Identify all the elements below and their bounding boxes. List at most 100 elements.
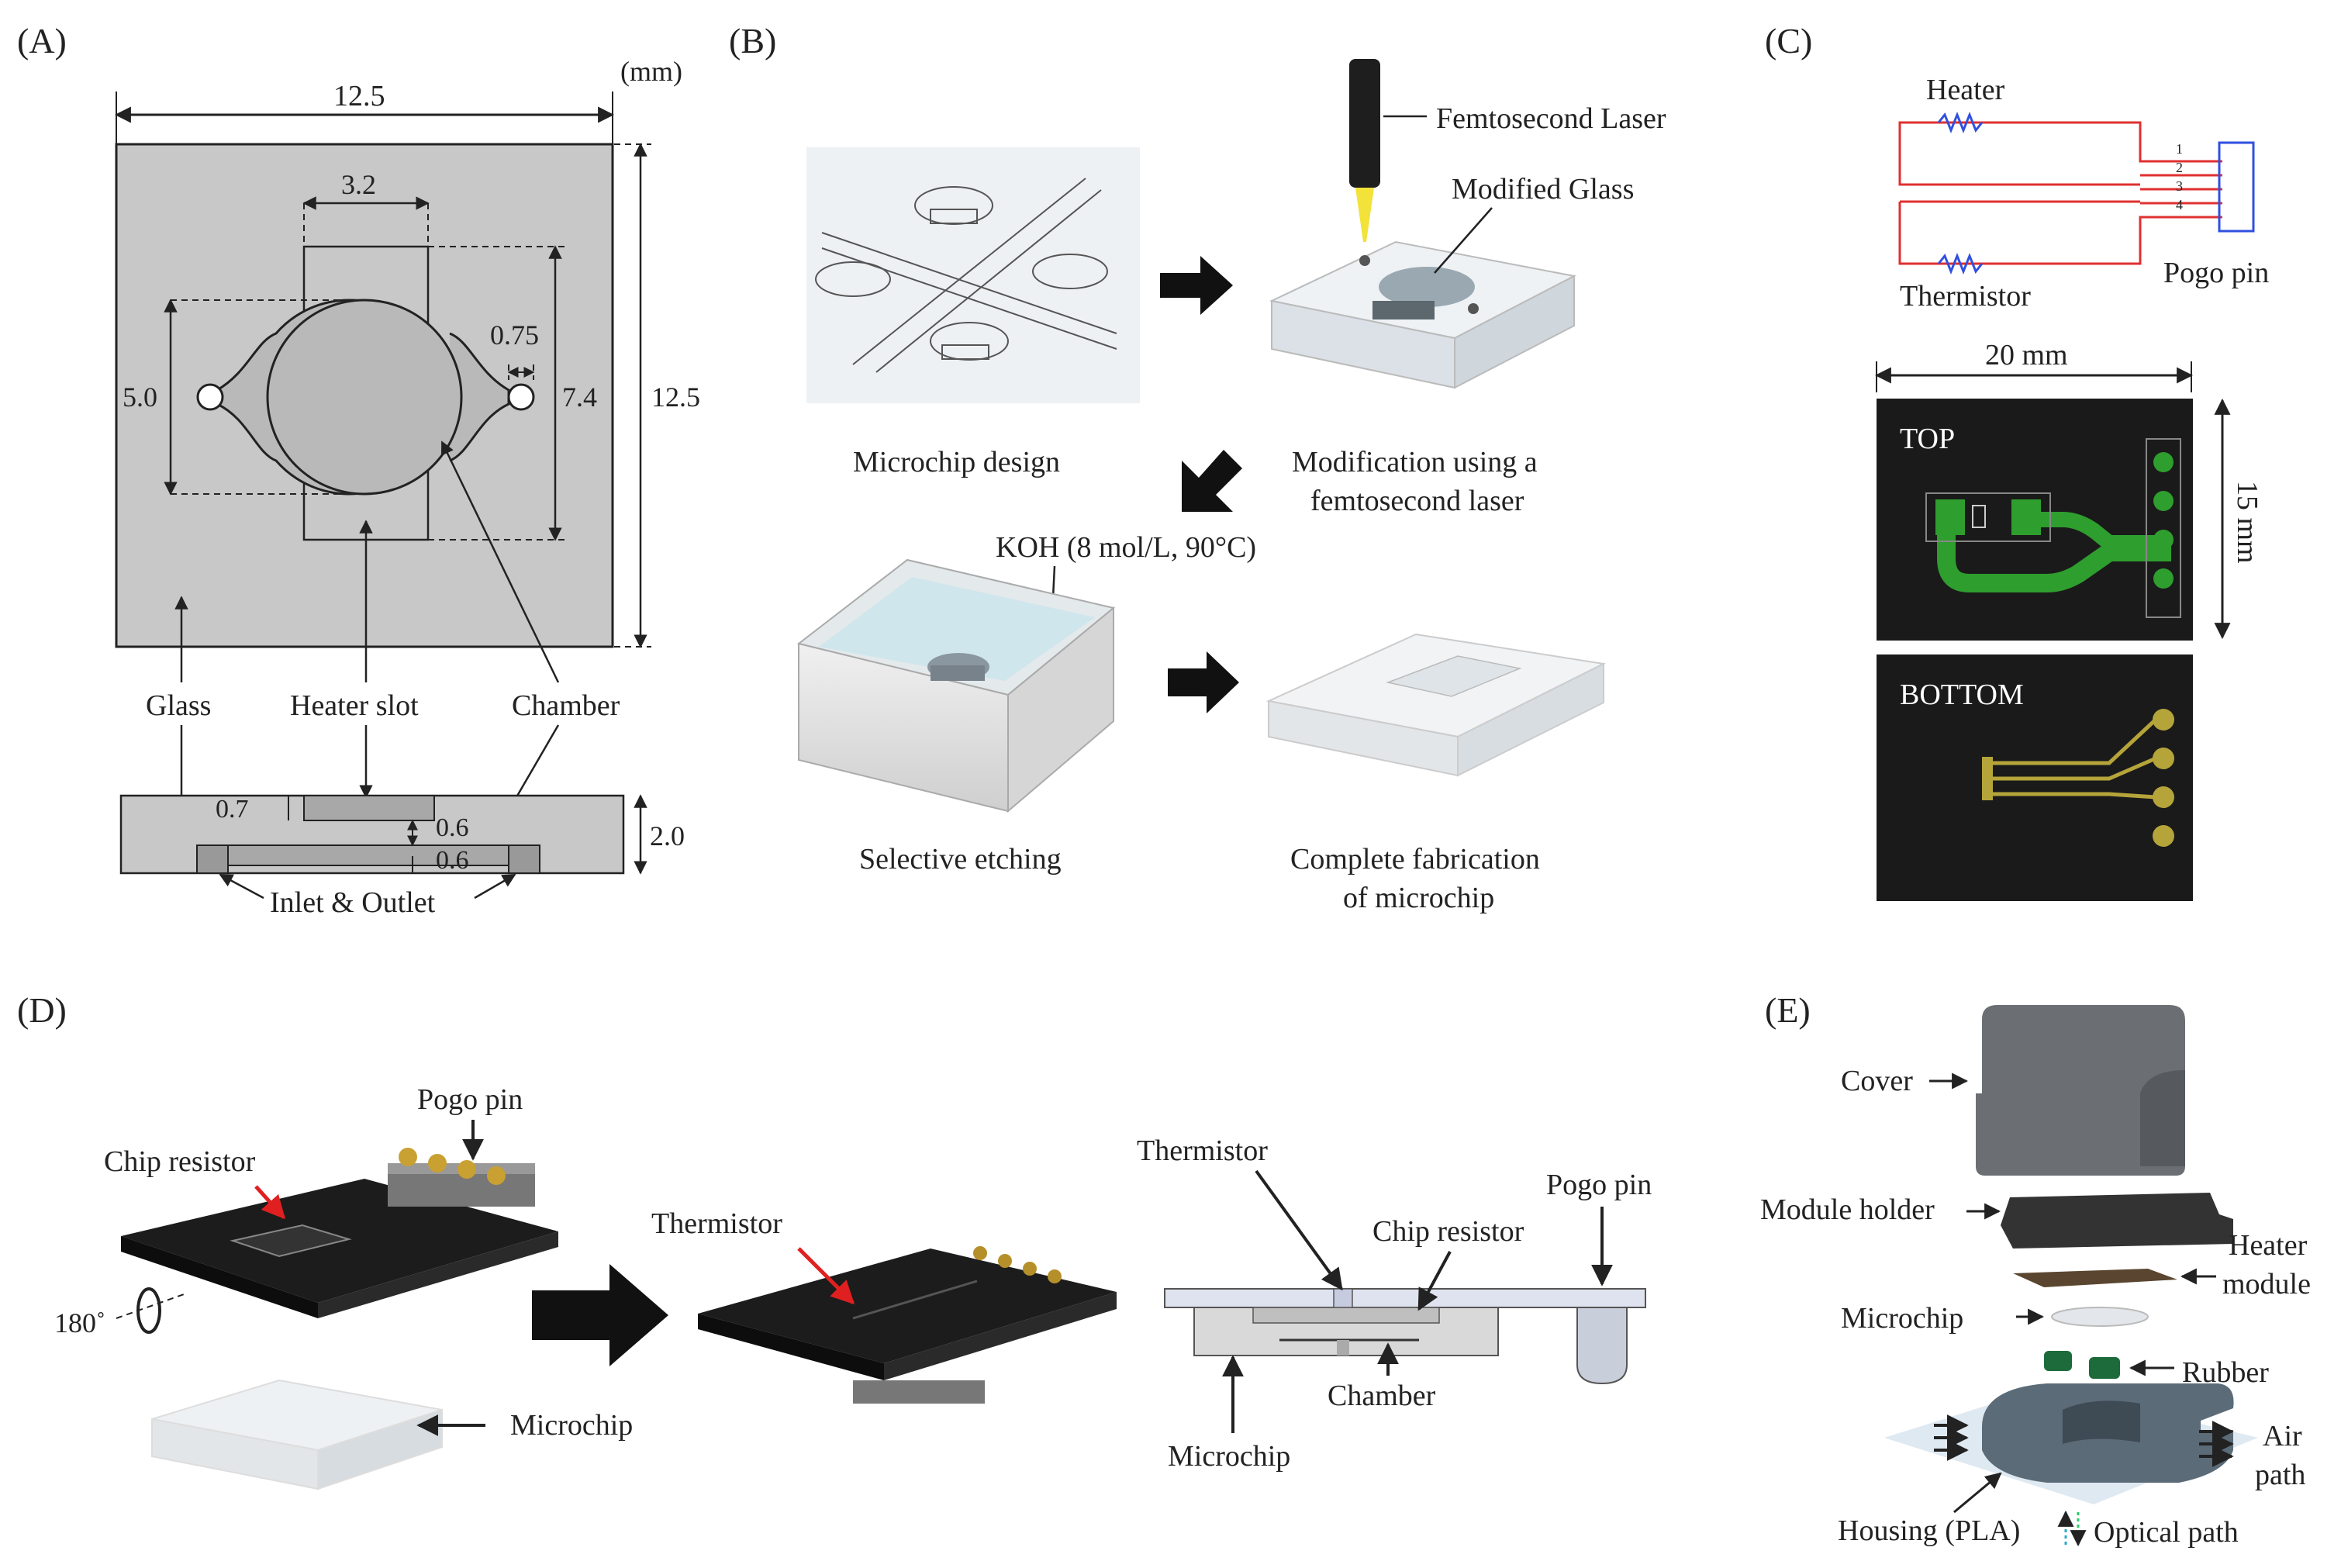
pogo-pin-label: Pogo pin [2163,257,2269,289]
panel-a: (A) (mm) 12.5 3.2 [17,21,700,919]
pin-2: 2 [2176,160,2183,175]
arrow-right-d [532,1264,668,1366]
microchip-design-sketch [806,147,1140,403]
optical-path-label: Optical path [2094,1516,2239,1549]
housing-opening [2063,1400,2140,1444]
width-value: 12.5 [333,80,385,112]
circuit-schematic [1898,111,2255,275]
rubber-piece-1 [2044,1351,2072,1371]
pin-3: 3 [2176,178,2183,194]
panel-c-label: (C) [1765,21,1812,60]
step1-label: Microchip design [853,446,1060,478]
arrow-diagonal [1182,450,1242,512]
outlet-arrow [474,873,516,900]
slot-width-value: 3.2 [341,169,376,200]
pcb-bottom-traces [1982,709,2174,847]
chip-resistor-label-d: Chip resistor [104,1145,256,1178]
panel-d: (D) Pogo pin Chip resistor 180˚ Mic [17,990,1652,1490]
chamber-label: Chamber [512,689,620,722]
housing-arrow [1953,1472,2002,1514]
pogo-pin-label-d2: Pogo pin [1546,1169,1652,1201]
heater-label: Heater [1926,74,2005,106]
assembly-cross-section [1164,1288,1646,1385]
cross-section-inlet [196,844,229,874]
pogo-pin-label-d: Pogo pin [417,1083,523,1116]
optical-path-icon [2057,1510,2087,1547]
inlet-port [196,383,224,411]
cross-section-outlet [508,844,540,874]
port-value: 0.75 [490,319,539,351]
pcb-with-pogo-pins [121,1148,558,1318]
module-holder-label: Module holder [1760,1193,1935,1226]
cover-step [2140,1070,2185,1166]
modified-glass-block [1269,240,1577,389]
arrow-right-2 [1168,651,1239,713]
pin-4: 4 [2176,197,2183,212]
housing-label: Housing (PLA) [1838,1514,2020,1547]
thermistor-label-d1: Thermistor [651,1207,782,1240]
heater-module-label-line1: Heater [2229,1229,2308,1262]
pcb-top-traces [1925,438,2181,618]
cross-section-heater-slot [303,795,435,821]
slot-height-value: 7.4 [562,382,597,413]
chip-resistor-arrow-d2 [1417,1251,1452,1311]
chamber-height-value: 5.0 [123,382,157,413]
chip-resistor-arrow [254,1185,286,1220]
panel-e: (E) Cover Module holder Heater module Mi… [1760,990,2311,1549]
step2-label-line1: Modification using a [1292,446,1538,478]
rubber-piece-2 [2089,1357,2120,1379]
thermistor-label: Thermistor [1900,280,2031,313]
panel-e-label: (E) [1765,990,1811,1030]
panel-b-label: (B) [729,21,776,60]
panel-b: (B) Femtosecond Laser [729,21,1666,914]
panel-a-label: (A) [17,21,67,60]
step4-label-line1: Complete fabrication [1290,843,1540,876]
heater-slot-label: Heater slot [290,689,419,722]
height-value: 12.5 [651,382,700,413]
air-path-arrows-right [2199,1421,2234,1467]
panel-c: (C) 1 2 3 4 Heater Thermistor Pogo pin 2… [1765,21,2269,901]
etching-container [796,558,1116,813]
microchip-label-d2: Microchip [1168,1440,1290,1473]
femtosecond-laser-label: Femtosecond Laser [1436,102,1666,135]
inlet-arrow [219,873,264,900]
air-path-arrows-left [1934,1414,1969,1461]
pcb-top-label: TOP [1900,423,1955,455]
air-path-label-line1: Air [2263,1420,2302,1452]
module-holder-part [2001,1193,2233,1249]
cross-section-chamber [196,844,540,866]
chamber-label-d: Chamber [1328,1380,1436,1412]
pin-1: 1 [2176,141,2183,157]
pcb-height-value: 15 mm [2231,481,2263,564]
laser-beam [1355,188,1374,242]
rotate-axis [116,1293,187,1319]
slot-depth-value: 0.7 [216,795,249,824]
chamber-arrow [440,440,560,683]
step4-label-line2: of microchip [1343,882,1494,914]
chamber-depth-value: 0.6 [436,846,469,875]
outlet-port [507,383,535,411]
unit-label: (mm) [620,56,682,87]
flipped-pcb [698,1246,1117,1404]
koh-label: KOH (8 mol/L, 90°C) [996,531,1256,564]
glass-label: Glass [146,689,211,722]
panel-d-label: (D) [17,990,67,1030]
modified-glass-leader [1434,207,1493,274]
pogo-connector [2218,141,2255,233]
femtosecond-laser-head [1349,59,1380,188]
heater-module-label-line2: module [2222,1268,2311,1300]
chip-resistor-label-d2: Chip resistor [1372,1215,1524,1248]
heater-resistor-symbol [1937,111,1984,134]
thermistor-arrow-d2 [1255,1169,1343,1291]
cover-part [1976,1005,2185,1176]
pcb-bottom-label: BOTTOM [1900,679,2024,711]
microchip-label-e: Microchip [1841,1302,1963,1335]
air-path-label-line2: path [2255,1459,2305,1491]
inlet-outlet-label: Inlet & Outlet [270,886,436,919]
microchip-part-e [2051,1307,2149,1327]
rotate-label: 180˚ [54,1307,105,1338]
microchip-label-d: Microchip [510,1409,633,1442]
step3-label: Selective etching [859,843,1062,876]
heater-module-part [2013,1269,2177,1287]
